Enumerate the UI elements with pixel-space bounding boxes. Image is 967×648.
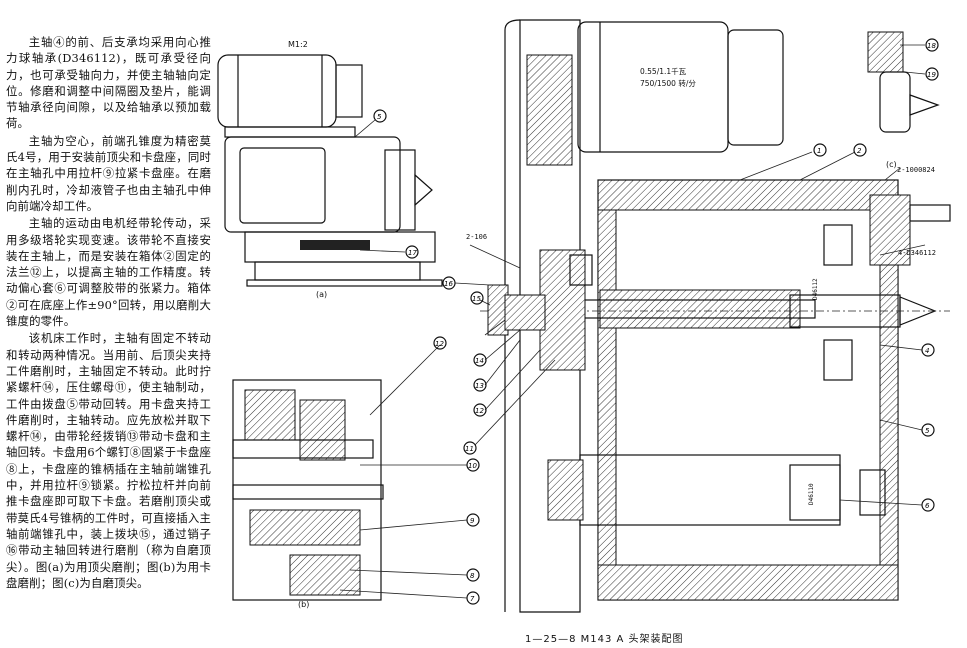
callout-12: 12 [475,407,484,415]
callout-1: 1 [817,147,821,155]
paragraph-3: 主轴的运动由电机经带轮传动，采用多级塔轮实现变速。该带轮不直接安装在主轴上，而是… [6,216,211,329]
callout-9: 9 [470,517,475,525]
bearing-left-label: 2-106 [466,233,488,241]
callout-8: 8 [470,572,475,580]
view-a: 5 17 [217,54,443,287]
scale-label: M1:2 [288,40,308,49]
callout-2: 2 [857,147,862,155]
callout-15: 15 [472,295,481,303]
motor-speed: 750/1500 转/分 [640,79,696,88]
paragraph-1: 主轴④的前、后支承均采用向心推力球轴承(D346112)，既可承受径向力，也可承… [6,35,211,131]
bearing-top-label: 2-1000824 [897,166,935,174]
callout-14: 14 [475,357,484,365]
paragraph-4: 该机床工作时，主轴有固定不转动和转动两种情况。当用前、后顶尖夹持工件磨削时，主轴… [6,331,211,590]
view-b [232,344,468,601]
callout-11: 11 [465,445,474,453]
callout-18: 18 [927,42,936,50]
paragraph-2: 主轴为空心，前端孔锥度为精密莫氏4号，用于安装前顶尖和卡盘座，同时在主轴孔中用拉… [6,133,211,213]
callout-12b: 12 [435,340,444,348]
bearing-front-label: 4-D346112 [898,249,936,257]
subfigure-a-label: (a) [316,290,328,299]
callout-6: 6 [925,502,930,510]
motor-rating: 0.55/1.1千瓦 [640,67,687,76]
callout-4: 4 [925,347,929,355]
main-assembly [454,19,951,613]
subfigure-b-label: (b) [298,600,310,609]
callout-13: 13 [475,382,484,390]
callout-7: 7 [470,595,475,603]
subfigure-c-label: (c) [886,160,897,169]
figure-caption: 1—25—8 M143 A 头架装配图 [525,634,684,645]
callout-10: 10 [468,462,477,470]
description-text: 主轴④的前、后支承均采用向心推力球轴承(D346112)，既可承受径向力，也可承… [6,34,211,592]
bearing-spec-b: D46110 [808,483,815,505]
callout-19: 19 [927,71,936,79]
view-c [867,31,940,133]
svg-text:5: 5 [377,113,382,121]
svg-text:17: 17 [408,249,417,257]
callout-5: 5 [925,427,930,435]
callout-16: 16 [444,280,453,288]
bearing-spec-a: D46112 [812,278,819,300]
callout-markers: 1 2 4 5 6 7 8 9 10 11 12 13 14 12 15 16 … [433,38,939,605]
